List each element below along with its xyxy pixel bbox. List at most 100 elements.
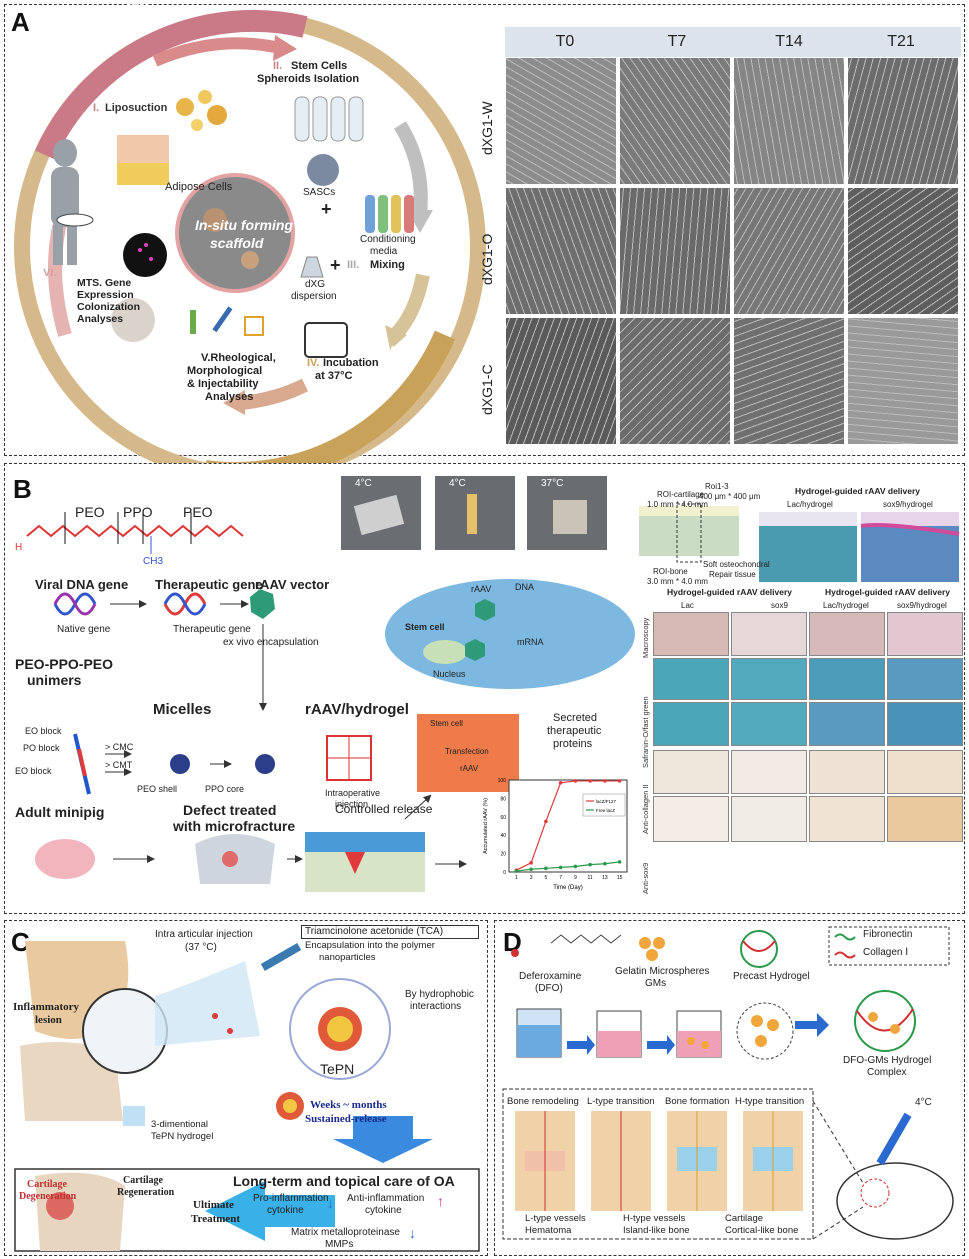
point-s1-7 xyxy=(603,779,607,783)
cart-deg-b: Degeneration xyxy=(19,1191,77,1202)
sascs-label: SASCs xyxy=(303,187,336,198)
histology-image-r5-c2 xyxy=(731,796,807,842)
step-2-num: II. xyxy=(273,60,283,72)
y-axis-label: Accumulated rAAV (%) xyxy=(483,798,489,854)
step-1-num: I. xyxy=(93,102,100,114)
sustained-label-a: Weeks ~ months xyxy=(310,1099,387,1111)
histology-image-r4-c4 xyxy=(887,750,963,794)
center-label-b: scaffold xyxy=(210,235,264,251)
ppo-core-label: PPO core xyxy=(205,784,245,794)
roi-bone-a: ROI-bone xyxy=(653,567,688,576)
sem-image-r2-c2 xyxy=(619,187,731,315)
hist-col-lac-hydrogel: Lac/hydrogel xyxy=(823,601,869,610)
histology-image-r2-c1 xyxy=(653,658,729,700)
histology-image-r3-c2 xyxy=(731,702,807,746)
hospital-arc xyxy=(34,9,308,160)
histology-image-r1-c3 xyxy=(809,612,885,656)
panel-b: B xyxy=(4,463,965,914)
histology-image-r4-c3 xyxy=(809,750,885,794)
hg-title-right: Hydrogel-guided rAAV delivery xyxy=(825,587,951,597)
dxg-b: dispersion xyxy=(291,291,337,302)
step-3-num: III. xyxy=(347,259,360,271)
anti-up-arrow: ↑ xyxy=(437,1193,444,1209)
stem-cell-label: Stem cell xyxy=(405,622,445,632)
x-tick-13: 13 xyxy=(602,875,608,881)
pro-label-b: cytokine xyxy=(267,1205,304,1216)
mmp-label-b: MMPs xyxy=(325,1239,354,1250)
legend-h-type-vessels: H-type vessels xyxy=(623,1213,686,1224)
row-label-o: dXG1-O xyxy=(479,233,495,285)
viral-dna-label: Viral DNA gene xyxy=(35,577,129,592)
adipose-label: Adipose Cells xyxy=(165,181,233,193)
soft-tissue-b: Repair tissue xyxy=(709,570,756,579)
hydrogel-label-b: TePN hydrogel xyxy=(151,1131,214,1142)
step-6-num: VI. xyxy=(43,267,57,279)
step-6-label-c: Colonization xyxy=(77,301,140,313)
mmp-down-arrow: ↓ xyxy=(409,1225,416,1241)
therapeutic-gene-title: Therapeutic gene xyxy=(155,577,263,592)
arrow-1 xyxy=(152,37,277,67)
histology-image-r3-c1 xyxy=(653,702,729,746)
step-5-label-b: Morphological xyxy=(187,365,263,377)
dna-label: DNA xyxy=(515,582,535,592)
transfection-label: Transfection xyxy=(445,747,489,756)
x-tick-5: 5 xyxy=(544,875,547,881)
legend-cartilage: Cartilage xyxy=(725,1213,764,1224)
y-tick-20: 20 xyxy=(500,852,506,858)
histology-image-r4-c2 xyxy=(731,750,807,794)
eo-block-2: EO block xyxy=(15,766,52,776)
sem-image-r1-c4 xyxy=(847,57,959,185)
gms-label-a: Gelatin Microspheres xyxy=(615,966,710,977)
secreted-c: proteins xyxy=(553,738,593,750)
point-s1-4 xyxy=(558,780,563,785)
series-line-1 xyxy=(516,780,620,871)
sem-image-r3-c1 xyxy=(505,317,617,445)
ultimate-a: Ultimate xyxy=(193,1199,234,1211)
anti-label-b: cytokine xyxy=(365,1205,402,1216)
sem-image-r2-c3 xyxy=(733,187,845,315)
x-tick-9: 9 xyxy=(574,875,577,881)
ex-vivo-label: ex vivo encapsulation xyxy=(223,637,319,648)
y-tick-0: 0 xyxy=(503,870,506,876)
point-s2-5 xyxy=(573,864,578,869)
step-2-label-a: Stem Cells xyxy=(291,60,348,72)
tca-label-c: nanoparticles xyxy=(319,952,376,963)
rAAV-hydrogel-label: rAAV/hydrogel xyxy=(305,701,409,718)
secreted-a: Secreted xyxy=(553,712,598,724)
secreted-b: therapeutic xyxy=(547,725,602,737)
x-tick-7: 7 xyxy=(559,875,562,881)
precast-label: Precast Hydrogel xyxy=(733,971,810,982)
intraop-b: injection xyxy=(335,799,369,809)
intraop-a: Intraoperative xyxy=(325,788,381,798)
histology-image-r4-c1 xyxy=(653,750,729,794)
photo-temp-1: 4°C xyxy=(355,478,372,489)
tca-label-a: Triamcinolone acetonide (TCA) xyxy=(305,926,444,937)
nucleus-label: Nucleus xyxy=(433,669,466,679)
y-tick-40: 40 xyxy=(500,833,506,839)
hg-sub-lac: Lac/hydrogel xyxy=(787,500,833,509)
point-s2-6 xyxy=(588,862,592,867)
step-4-num: IV. xyxy=(307,357,320,369)
panel-a: A xyxy=(4,0,965,484)
panel-c: C Intra articular injection (37 °C) Tria… xyxy=(4,920,488,1256)
point-s1-6 xyxy=(588,779,592,783)
legend-island-bone: Island-like bone xyxy=(623,1225,690,1236)
legend-hematoma: Hematoma xyxy=(525,1225,572,1236)
col-header-t21: T21 xyxy=(887,33,915,50)
cmc-label: > CMC xyxy=(105,742,134,752)
adult-minipig-label: Adult minipig xyxy=(15,804,105,820)
chart-plot-area xyxy=(508,779,628,873)
roi13-b: 400 μm * 400 μm xyxy=(699,492,761,501)
y-tick-60: 60 xyxy=(500,815,506,821)
stage-l-type: L-type transition xyxy=(587,1096,655,1107)
y-tick-80: 80 xyxy=(500,796,506,802)
fibronectin-label: Fibronectin xyxy=(863,929,913,940)
conditioning-b: media xyxy=(370,246,398,257)
point-s2-3 xyxy=(544,866,548,871)
step-2-label-b: Spheroids Isolation xyxy=(257,73,360,85)
panel-b-schematic xyxy=(26,476,960,892)
defect-label-b: with microfracture xyxy=(173,818,296,834)
point-s2-1 xyxy=(514,869,519,873)
histology-image-r1-c4 xyxy=(887,612,963,656)
